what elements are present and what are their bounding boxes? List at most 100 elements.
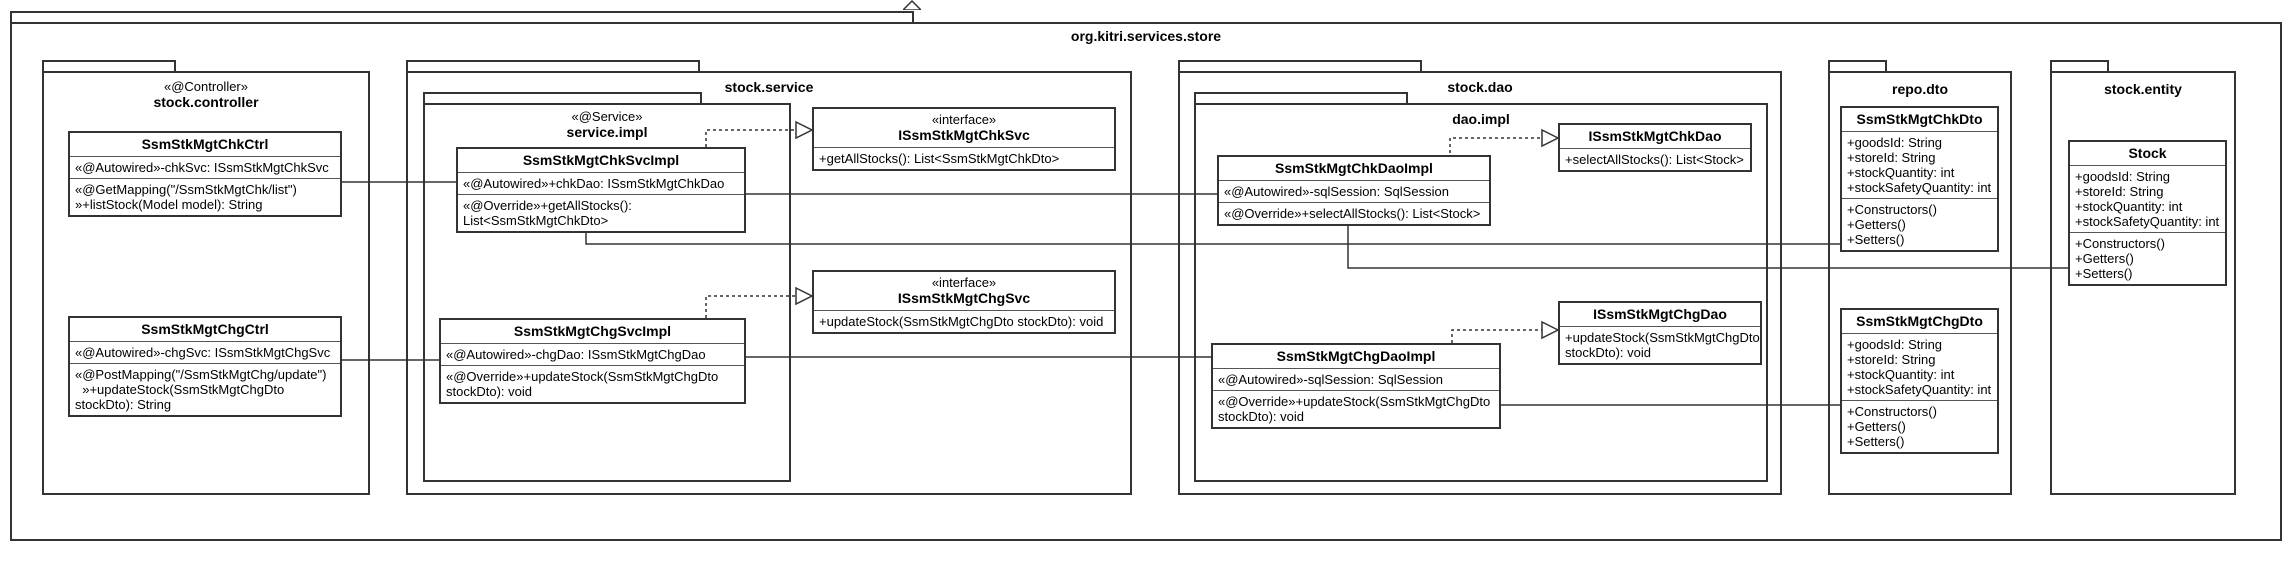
attributes: «@Autowired»+chkDao: ISsmStkMgtChkDao — [458, 173, 744, 195]
operations: +Constructors() +Getters() +Setters() — [1842, 199, 1997, 250]
entity-package-name: stock.entity — [2104, 81, 2182, 97]
attributes: +goodsId: String +storeId: String +stock… — [2070, 166, 2225, 233]
operation: +Setters() — [2075, 266, 2133, 281]
operation: +getAllStocks(): List<SsmStkMgtChkDto> — [819, 151, 1060, 166]
class-name: SsmStkMgtChgDto — [1842, 310, 1997, 334]
realize-chgsvc — [705, 295, 796, 318]
interface-ISsmStkMgtChkDao[interactable]: ISsmStkMgtChkDao +selectAllStocks(): Lis… — [1558, 123, 1752, 172]
dto-package-name: repo.dto — [1892, 81, 1948, 97]
operation: stockDto): void — [1218, 409, 1304, 424]
attribute: «@Autowired»-sqlSession: SqlSession — [1224, 184, 1449, 199]
class-SsmStkMgtChkCtrl[interactable]: SsmStkMgtChkCtrl «@Autowired»-chkSvc: IS… — [68, 131, 342, 217]
class-name: SsmStkMgtChgCtrl — [70, 318, 340, 342]
attribute: +storeId: String — [1847, 150, 1936, 165]
attribute: +stockSafetyQuantity: int — [2075, 214, 2220, 229]
service-impl-package-tab — [423, 92, 702, 105]
attribute: «@Autowired»-chgSvc: ISsmStkMgtChgSvc — [75, 345, 331, 360]
interface-name: ISsmStkMgtChkSvc — [898, 127, 1030, 143]
realize-arrowhead-chksvc — [795, 120, 814, 140]
attribute: +stockQuantity: int — [1847, 165, 1955, 180]
class-name: SsmStkMgtChgSvcImpl — [441, 320, 744, 344]
dep-chksvcimpl-chkdto — [585, 231, 1840, 245]
interface-ISsmStkMgtChgSvc[interactable]: «interface» ISsmStkMgtChgSvc +updateStoc… — [812, 270, 1116, 334]
dao-package-name: stock.dao — [1447, 79, 1513, 95]
attribute: «@Autowired»+chkDao: ISsmStkMgtChkDao — [463, 176, 725, 191]
service-impl-package-stereotype: «@Service» — [571, 109, 643, 124]
operation: stockDto): String — [75, 397, 172, 412]
operations: +selectAllStocks(): List<Stock> — [1560, 149, 1750, 170]
class-Stock[interactable]: Stock +goodsId: String +storeId: String … — [2068, 140, 2227, 286]
attribute: +stockQuantity: int — [1847, 367, 1955, 382]
class-name: Stock — [2070, 142, 2225, 166]
class-name: SsmStkMgtChkDto — [1842, 108, 1997, 132]
class-SsmStkMgtChgSvcImpl[interactable]: SsmStkMgtChgSvcImpl «@Autowired»-chgDao:… — [439, 318, 746, 404]
attributes: +goodsId: String +storeId: String +stock… — [1842, 334, 1997, 401]
operations: «@GetMapping("/SsmStkMgtChk/list") »+lis… — [70, 179, 340, 215]
operation: +updateStock(SsmStkMgtChgDto stockDto): … — [819, 314, 1104, 329]
dao-impl-package-tab — [1194, 92, 1408, 105]
dto-package-tab — [1828, 60, 1887, 73]
service-package-tab — [406, 60, 700, 73]
operations: +Constructors() +Getters() +Setters() — [1842, 401, 1997, 452]
interface-name: ISsmStkMgtChgSvc — [897, 290, 1031, 306]
interface-ISsmStkMgtChkSvc[interactable]: «interface» ISsmStkMgtChkSvc +getAllStoc… — [812, 107, 1116, 171]
class-SsmStkMgtChkSvcImpl[interactable]: SsmStkMgtChkSvcImpl «@Autowired»+chkDao:… — [456, 147, 746, 233]
operations: +getAllStocks(): List<SsmStkMgtChkDto> — [814, 148, 1114, 169]
attribute: +storeId: String — [1847, 352, 1936, 367]
service-impl-package-name: service.impl — [566, 124, 648, 140]
operations: +Constructors() +Getters() +Setters() — [2070, 233, 2225, 284]
operation: +Getters() — [2075, 251, 2134, 266]
dep-chkdaoimpl-stock — [1347, 225, 2068, 269]
class-name: SsmStkMgtChkSvcImpl — [458, 149, 744, 173]
operations: +updateStock(SsmStkMgtChgDto stockDto): … — [1560, 327, 1760, 363]
controller-package-name: stock.controller — [153, 94, 259, 110]
attribute: +goodsId: String — [2075, 169, 2171, 184]
interface-ISsmStkMgtChgDao[interactable]: ISsmStkMgtChgDao +updateStock(SsmStkMgtC… — [1558, 301, 1762, 365]
class-name: SsmStkMgtChkDaoImpl — [1219, 157, 1489, 181]
class-SsmStkMgtChkDto[interactable]: SsmStkMgtChkDto +goodsId: String +storeI… — [1840, 106, 1999, 252]
attributes: «@Autowired»-sqlSession: SqlSession — [1213, 369, 1499, 391]
operation: «@PostMapping("/SsmStkMgtChg/update") — [75, 367, 327, 382]
dao-package-tab — [1178, 60, 1422, 73]
class-name: ISsmStkMgtChkDao — [1560, 125, 1750, 149]
outer-package-tab — [10, 11, 914, 24]
operation: +Getters() — [1847, 419, 1906, 434]
operations: «@PostMapping("/SsmStkMgtChg/update") »+… — [70, 364, 340, 415]
realize-arrowhead-chgdao — [1541, 320, 1560, 340]
operation: «@Override»+updateStock(SsmStkMgtChgDto — [1218, 394, 1491, 409]
attribute: +goodsId: String — [1847, 135, 1943, 150]
operations: «@Override»+getAllStocks(): List<SsmStkM… — [458, 195, 744, 231]
outer-package-name: org.kitri.services.store — [1070, 28, 1222, 44]
class-SsmStkMgtChgDto[interactable]: SsmStkMgtChgDto +goodsId: String +storeI… — [1840, 308, 1999, 454]
attribute: +goodsId: String — [1847, 337, 1943, 352]
realize-chksvc — [705, 129, 796, 147]
operation: «@Override»+selectAllStocks(): List<Stoc… — [1224, 206, 1481, 221]
class-SsmStkMgtChgCtrl[interactable]: SsmStkMgtChgCtrl «@Autowired»-chgSvc: IS… — [68, 316, 342, 417]
class-SsmStkMgtChkDaoImpl[interactable]: SsmStkMgtChkDaoImpl «@Autowired»-sqlSess… — [1217, 155, 1491, 226]
class-name: ISsmStkMgtChgDao — [1560, 303, 1760, 327]
class-name: SsmStkMgtChgDaoImpl — [1213, 345, 1499, 369]
operations: «@Override»+updateStock(SsmStkMgtChgDto … — [1213, 391, 1499, 427]
attribute: «@Autowired»-chgDao: ISsmStkMgtChgDao — [446, 347, 706, 362]
dao-impl-package-name: dao.impl — [1452, 111, 1510, 127]
realize-chkdao — [1449, 137, 1542, 153]
realize-arrowhead-chkdao — [1541, 128, 1560, 148]
operation: »+updateStock(SsmStkMgtChgDto — [75, 382, 285, 397]
stereotype: «interface» — [931, 275, 997, 290]
class-SsmStkMgtChgDaoImpl[interactable]: SsmStkMgtChgDaoImpl «@Autowired»-sqlSess… — [1211, 343, 1501, 429]
attribute: «@Autowired»-sqlSession: SqlSession — [1218, 372, 1443, 387]
operation: +Constructors() — [1847, 404, 1937, 419]
operation: List<SsmStkMgtChkDto> — [463, 213, 609, 228]
operations: «@Override»+updateStock(SsmStkMgtChgDto … — [441, 366, 744, 402]
attribute: +stockQuantity: int — [2075, 199, 2183, 214]
realize-chgdao — [1451, 329, 1542, 343]
attributes: «@Autowired»-sqlSession: SqlSession — [1219, 181, 1489, 203]
operation: +Setters() — [1847, 232, 1905, 247]
operation: +updateStock(SsmStkMgtChgDto — [1565, 330, 1760, 345]
class-name: «interface» ISsmStkMgtChkSvc — [814, 109, 1114, 148]
operation: stockDto): void — [1565, 345, 1651, 360]
service-package-name: stock.service — [724, 79, 814, 95]
operations: +updateStock(SsmStkMgtChgDto stockDto): … — [814, 311, 1114, 332]
